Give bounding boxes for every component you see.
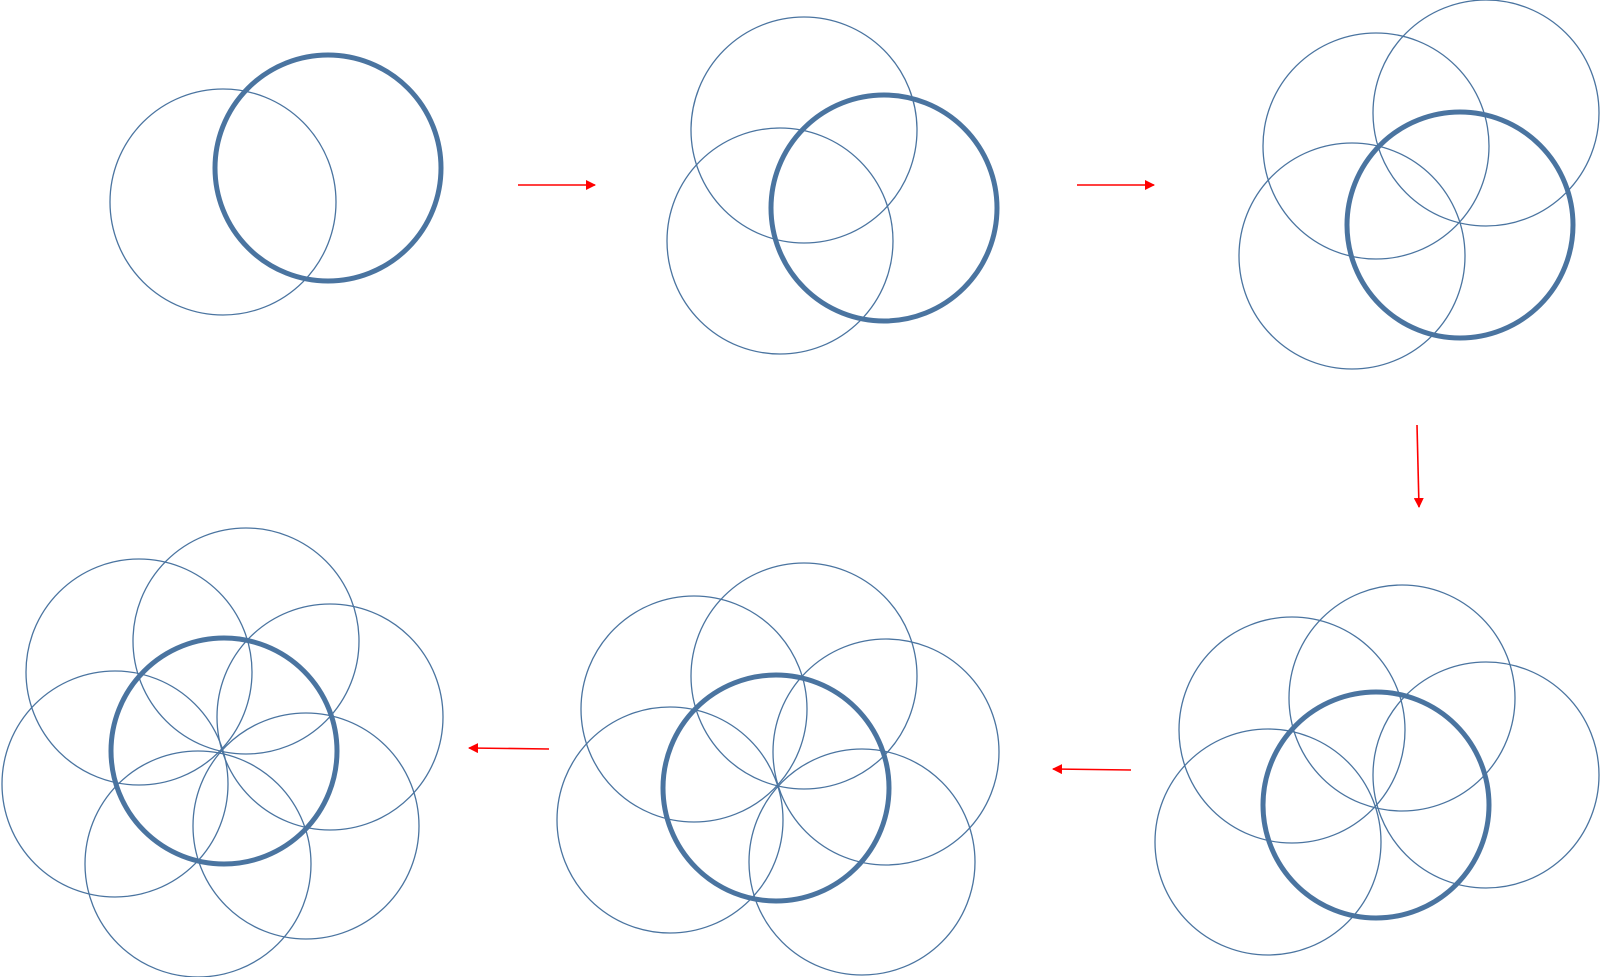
stage-6-highlight-circle: [108, 635, 340, 867]
stage-5-circle-5: [748, 748, 976, 976]
stage-4-circle-4: [1154, 728, 1382, 956]
stage-6-circle-2: [132, 527, 360, 755]
stage-4-circle-1: [1178, 616, 1406, 844]
arrow-left-stage-4-to-5: [1052, 764, 1132, 775]
stage-1-highlight-circle: [212, 52, 444, 284]
stage-4: [1154, 584, 1600, 956]
stage-2-highlight-circle: [768, 92, 1000, 324]
arrow-down-stage-3-to-4: [1413, 424, 1424, 508]
arrows-layer: [468, 180, 1424, 775]
stage-3-circle-1: [1262, 32, 1490, 260]
stage-2-circle-2: [666, 127, 894, 355]
stage-4-circle-3: [1372, 661, 1600, 889]
stage-4-highlight-circle: [1260, 689, 1492, 921]
arrow-left-stage-5-to-6: [468, 743, 550, 754]
stage-2-circle-1: [690, 16, 918, 244]
stage-6-circle-4: [1, 670, 229, 898]
stage-5: [556, 562, 1000, 976]
stage-6-circle-6: [84, 750, 312, 977]
stage-6: [1, 527, 444, 977]
stage-6-circle-5: [192, 712, 420, 940]
stage-3-circle-3: [1238, 142, 1466, 370]
stage-6-circle-3: [216, 603, 444, 831]
stage-5-highlight-circle: [660, 672, 892, 904]
stage-5-circle-3: [772, 638, 1000, 866]
stage-6-circle-1: [25, 558, 253, 786]
stage-1-circle-1: [109, 88, 337, 316]
stage-2: [666, 16, 1000, 355]
stage-5-circle-2: [690, 562, 918, 790]
stage-3-highlight-circle: [1344, 109, 1576, 341]
stage-4-circle-2: [1288, 584, 1516, 812]
stage-1: [109, 52, 444, 316]
stage-5-circle-4: [556, 706, 784, 934]
stage-5-circle-1: [580, 595, 808, 823]
stage-3-circle-2: [1372, 0, 1600, 227]
stage-3: [1238, 0, 1600, 370]
